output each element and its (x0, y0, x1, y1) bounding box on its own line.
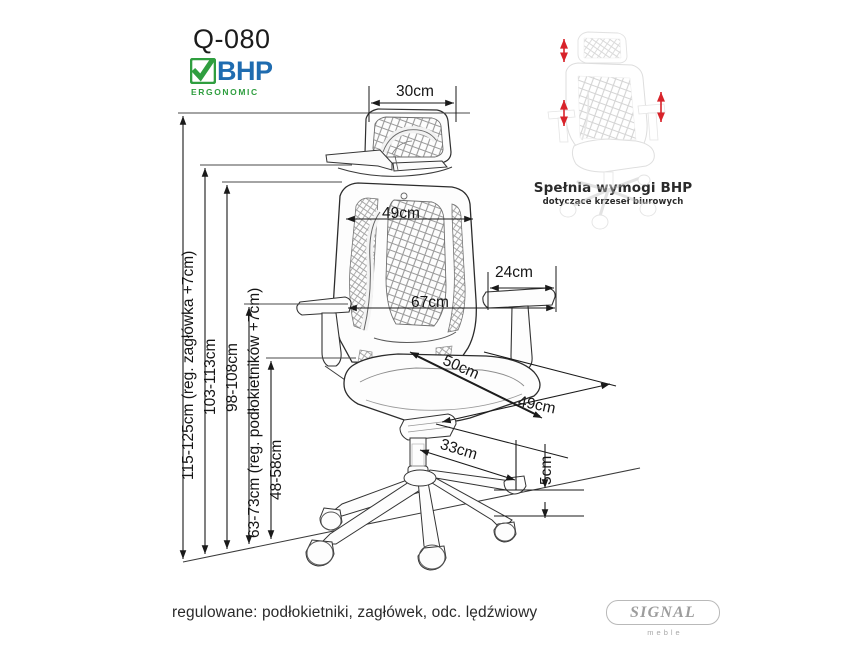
extension-lines (178, 112, 470, 359)
dim-24cm-group (487, 266, 557, 312)
chair-armrest-left (296, 296, 352, 383)
brand-subtitle: meble (647, 628, 683, 637)
check-mark-icon (189, 57, 217, 85)
vertical-dimension-arrows (179, 116, 275, 559)
dim-label-caster-height: 5cm (538, 455, 555, 485)
dim-label-height-98-108: 98-108cm (224, 343, 241, 412)
bhp-ergonomic-badge: BHP ERGONOMIC (189, 56, 280, 102)
dim-label-armrest-height: 63-73cm (reg. podłokietników +7cm) (246, 287, 263, 538)
bhp-claim-line2: dotyczące krzeseł biurowych (542, 197, 684, 207)
bhp-badge-subtitle: ERGONOMIC (191, 87, 259, 97)
chair-illustration (296, 108, 556, 571)
dim-label-headrest-width: 30cm (396, 83, 434, 100)
brand-name: SIGNAL (630, 603, 696, 621)
dim-label-backrest-width: 49cm (382, 205, 420, 222)
bhp-compliance-claim: Spełnia wymogi BHP dotyczące krzeseł biu… (528, 180, 698, 207)
dim-33cm-group (419, 440, 517, 490)
dim-label-seat-height: 48-58cm (268, 439, 285, 500)
bhp-badge-word: BHP (217, 56, 273, 86)
chair-thumbnail-illustration (547, 31, 666, 230)
chair-casters (305, 475, 527, 571)
page-title: Q-080 (193, 24, 271, 54)
headrest-stem (325, 149, 453, 177)
bhp-claim-line1: Spełnia wymogi BHP (533, 180, 693, 196)
ground-line (182, 467, 641, 563)
signal-brand-logo: SIGNAL meble (606, 600, 724, 640)
dim-label-height-103-113: 103-113cm (202, 338, 219, 415)
thumbnail-adjustment-arrows (560, 39, 665, 126)
dim-30cm-group (368, 86, 457, 122)
dim-label-total-height-headrest: 115-125cm (reg. zagłówka +7cm) (180, 250, 197, 480)
chair-backrest (332, 182, 477, 367)
dim-label-armrest-width: 24cm (495, 264, 533, 281)
dim-label-overall-width: 67cm (411, 294, 449, 311)
dim-49cm-seat-group (435, 351, 617, 459)
footer-caption: regulowane: podłokietniki, zagłówek, odc… (172, 604, 538, 621)
dim-5cm-group (494, 444, 584, 518)
chair-armrest-right (482, 287, 556, 381)
